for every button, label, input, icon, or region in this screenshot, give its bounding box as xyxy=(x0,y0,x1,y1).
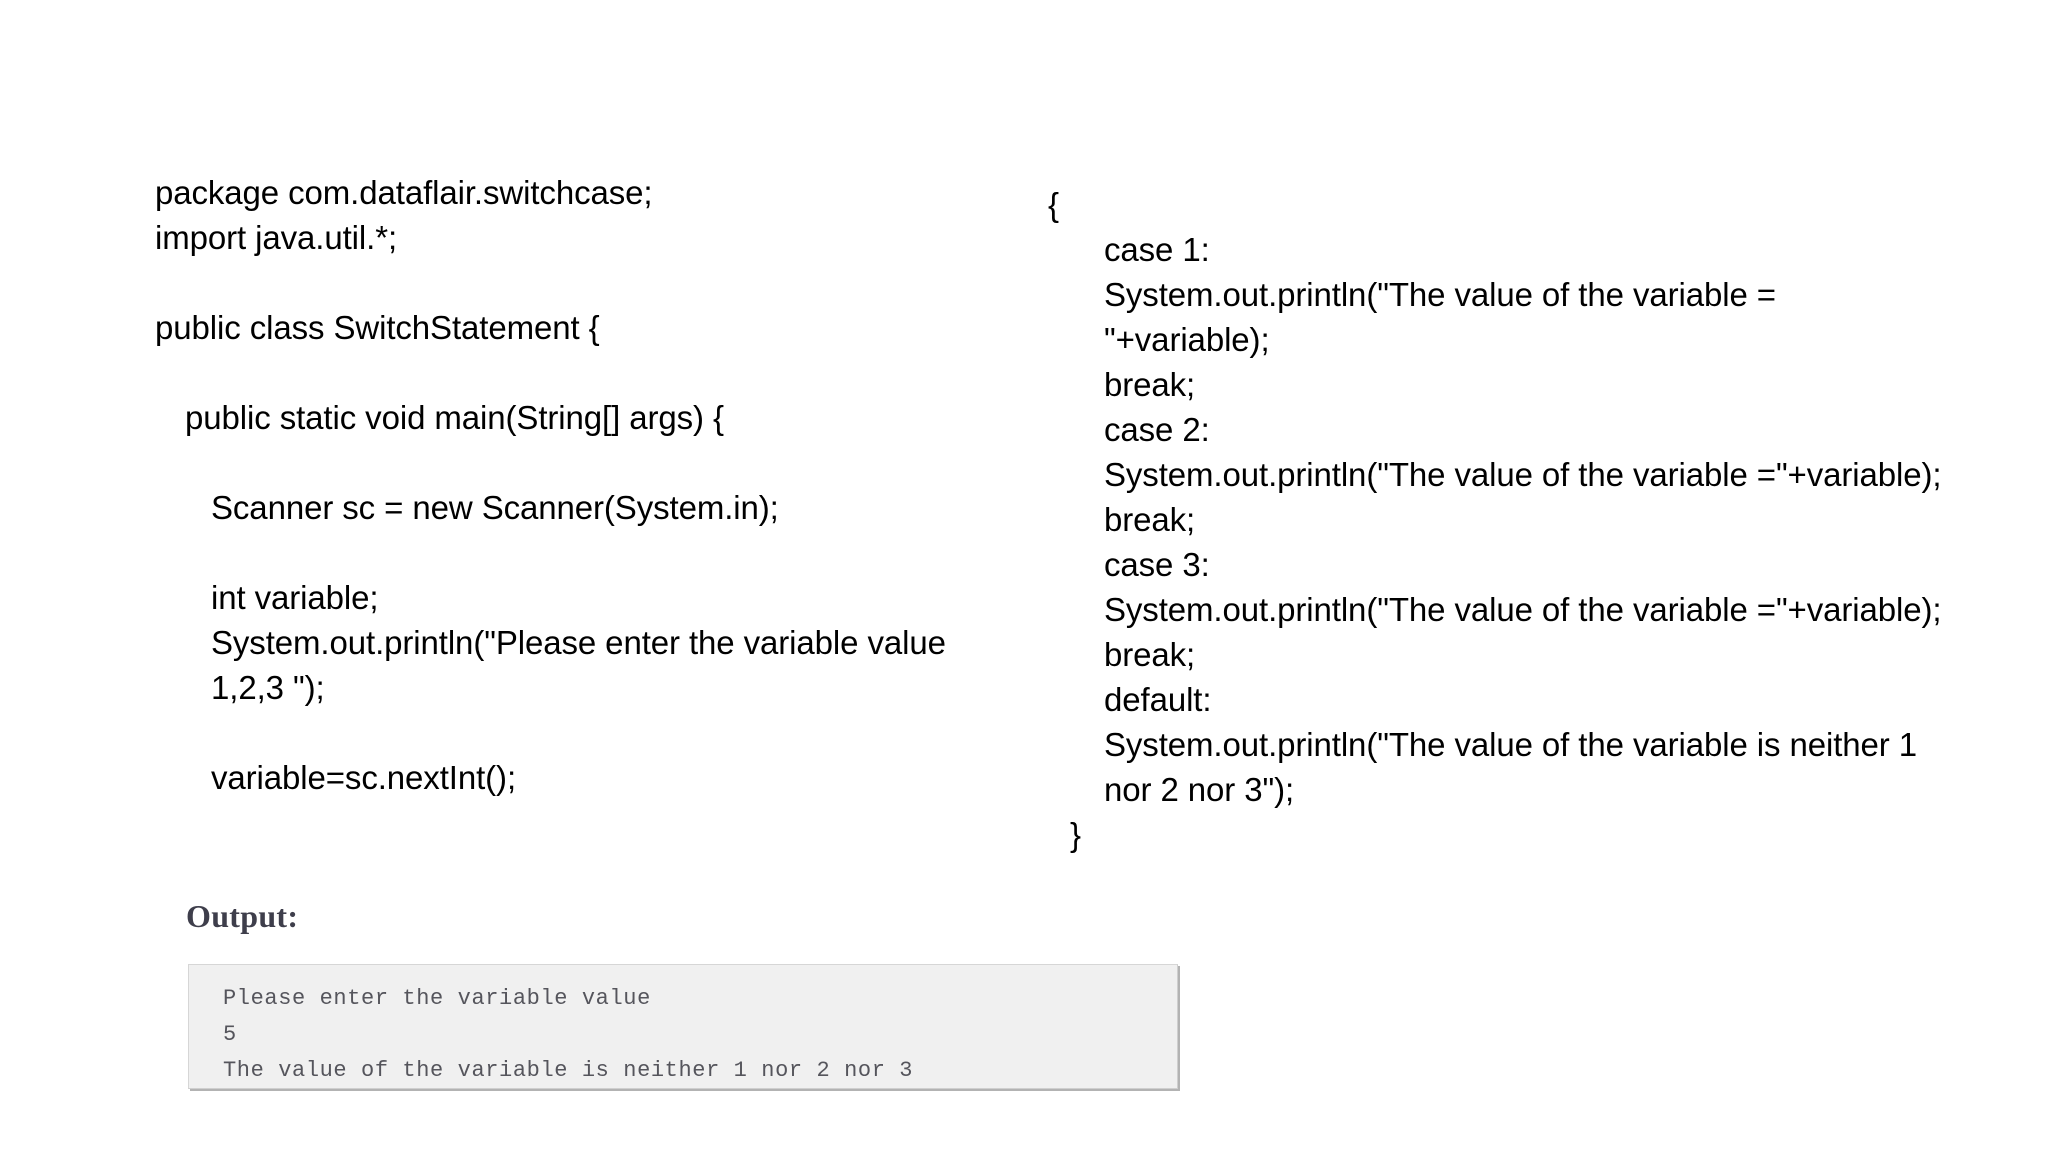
code-left-line: variable=sc.nextInt(); xyxy=(211,759,517,796)
code-column-right: { case 1: System.out.println("The value of… xyxy=(1048,182,1948,900)
code-right-line: System.out.println("The value of the var… xyxy=(1104,456,1942,493)
code-right-line: System.out.println("The value of the var… xyxy=(1104,591,1942,628)
code-right-line: break; xyxy=(1104,366,1196,403)
code-right-line: break; xyxy=(1104,501,1196,538)
code-right-line: System.out.println("The value of the var… xyxy=(1104,726,1927,808)
code-left-line: package com.dataflair.switchcase; xyxy=(155,174,653,211)
code-right-line: System.out.println("The value of the var… xyxy=(1104,276,1786,358)
code-right-line: } xyxy=(1070,816,1081,853)
code-column-left: package com.dataflair.switchcase; import … xyxy=(155,170,955,800)
output-line: The value of the variable is neither 1 n… xyxy=(223,1058,914,1083)
code-right-line: case 1: xyxy=(1104,231,1210,268)
output-heading: Output: xyxy=(186,898,299,934)
code-left-blank-line xyxy=(155,710,955,755)
code-left-line: int variable; xyxy=(211,579,379,616)
code-listing: package com.dataflair.switchcase; import … xyxy=(155,170,1948,900)
code-right-line: default: xyxy=(1104,681,1212,718)
code-left-blank-line xyxy=(155,260,955,305)
code-left-blank-line xyxy=(155,440,955,485)
code-left-line: public class SwitchStatement { xyxy=(155,309,600,346)
code-left-line: System.out.println("Please enter the var… xyxy=(211,624,955,706)
code-left-blank-line xyxy=(155,350,955,395)
output-line: 5 xyxy=(223,1022,237,1047)
code-left-line: import java.util.*; xyxy=(155,219,398,256)
code-right-line: { xyxy=(1048,186,1059,223)
code-right-line: case 3: xyxy=(1104,546,1210,583)
code-right-blank-line xyxy=(1048,857,1948,900)
code-right-line: case 2: xyxy=(1104,411,1210,448)
code-left-blank-line xyxy=(155,530,955,575)
code-left-line: public static void main(String[] args) { xyxy=(185,399,724,436)
code-right-line: break; xyxy=(1104,636,1196,673)
code-left-line: Scanner sc = new Scanner(System.in); xyxy=(211,489,779,526)
output-line: Please enter the variable value xyxy=(223,986,651,1011)
